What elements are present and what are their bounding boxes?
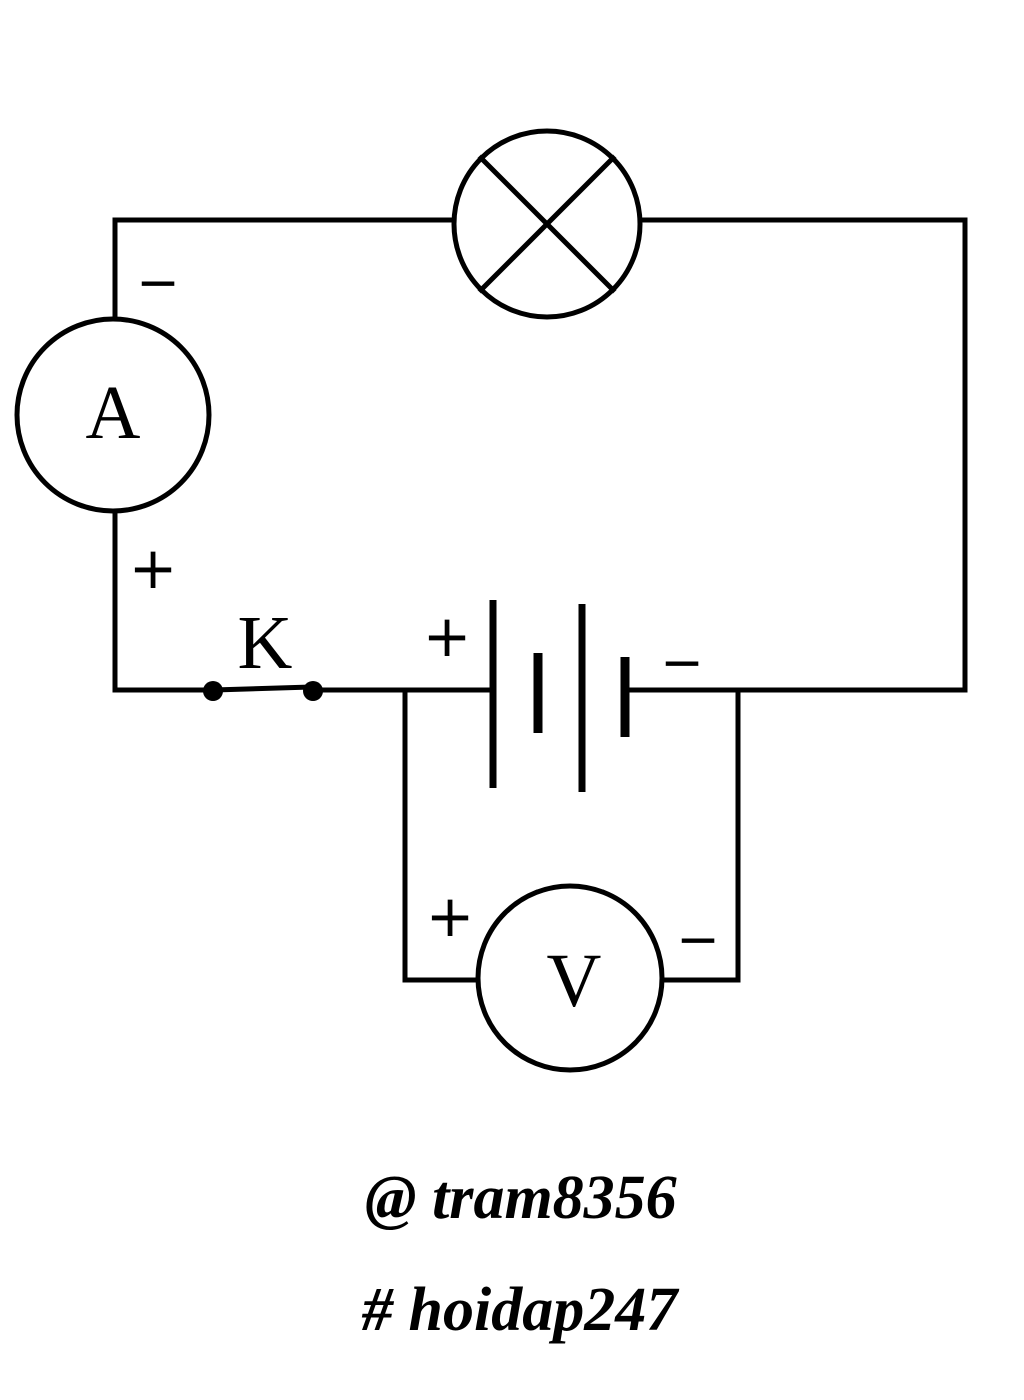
main-circuit-wires bbox=[112, 217, 968, 693]
ammeter-label: A bbox=[86, 371, 141, 455]
ammeter-circle bbox=[14, 316, 212, 514]
battery-positive-sign: + bbox=[423, 602, 472, 670]
wire-voltmeter-left bbox=[402, 687, 481, 983]
voltmeter-circle bbox=[475, 883, 665, 1073]
ammeter-positive-sign: + bbox=[129, 534, 178, 602]
lamp bbox=[451, 128, 643, 320]
switch-k: K bbox=[203, 601, 323, 701]
ammeter: A − + bbox=[14, 253, 212, 602]
ammeter-negative-sign: − bbox=[136, 253, 180, 313]
voltmeter-positive-sign: + bbox=[426, 882, 475, 950]
voltmeter-negative-sign: − bbox=[676, 910, 720, 970]
wire-top-left bbox=[112, 217, 458, 323]
switch-label: K bbox=[238, 601, 293, 685]
battery-negative-sign: − bbox=[660, 633, 704, 693]
battery: + − bbox=[423, 600, 704, 792]
voltmeter-branch-wires bbox=[402, 687, 741, 983]
wire-voltmeter-right bbox=[659, 687, 741, 983]
credits: @ tram8356 # hoidap247 bbox=[361, 1164, 680, 1344]
switch-lever bbox=[210, 684, 316, 693]
switch-terminal-right bbox=[303, 681, 323, 701]
voltmeter-label: V bbox=[547, 939, 602, 1023]
lamp-cross-line-2 bbox=[477, 154, 617, 294]
switch-terminal-left bbox=[203, 681, 223, 701]
site-tag: # hoidap247 bbox=[361, 1276, 680, 1344]
wire-right-side bbox=[622, 217, 968, 693]
voltmeter: V + − bbox=[426, 882, 720, 1073]
wire-left-lower bbox=[112, 509, 216, 693]
author-credit: @ tram8356 bbox=[365, 1164, 677, 1232]
